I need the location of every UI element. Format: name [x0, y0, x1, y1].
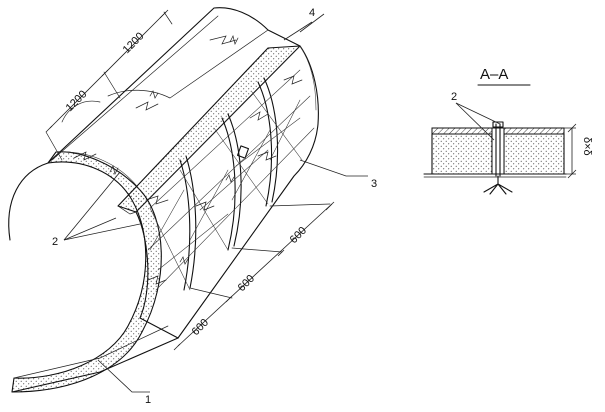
leader-2b — [63, 223, 141, 241]
strap-buckle — [236, 145, 250, 159]
pipe-outer-contour — [47, 7, 319, 339]
leader-1 — [97, 359, 150, 393]
callout-1: 1 — [145, 394, 151, 406]
panel-seam-ridge — [61, 100, 101, 123]
callout-3: 3 — [371, 178, 377, 190]
pipe-bottom-inner-line — [13, 325, 169, 379]
leader-2a — [63, 171, 121, 241]
leader-4 — [299, 13, 325, 33]
section-title: A–A — [480, 66, 508, 83]
strap-3b — [263, 77, 279, 203]
panel-seam-top — [107, 29, 269, 99]
strap-3 — [257, 81, 273, 207]
strap-2b — [227, 113, 242, 247]
section-thickness-label: δ×δ — [581, 137, 593, 156]
tie-wires — [73, 34, 303, 285]
left-end-inner-lining — [55, 151, 141, 191]
section-joint-cap — [492, 121, 504, 128]
section-callout-2: 2 — [451, 91, 457, 103]
section-joint-wire — [495, 123, 501, 177]
leader-3 — [299, 159, 368, 177]
section-joint — [491, 127, 505, 175]
section-anchor — [483, 175, 513, 195]
pipe-bottom-line — [11, 337, 179, 393]
panel-seam-upper — [51, 15, 219, 161]
dimension-top — [45, 9, 173, 161]
strap-1 — [179, 159, 191, 291]
dimension-bottom — [173, 201, 335, 351]
left-end-hollow — [8, 162, 49, 241]
strap-2 — [221, 117, 236, 251]
dimension-600-left: 600 — [190, 317, 211, 338]
edge-strip-face — [117, 205, 137, 215]
section-cladding-right — [503, 127, 565, 135]
strap-1b — [185, 155, 197, 289]
section-a-a: A–A δ×δ 2 — [423, 66, 593, 195]
inner-cutaway-edge — [135, 211, 179, 339]
leader-2c — [63, 217, 117, 241]
dimension-1200-upper: 1200 — [121, 30, 147, 56]
section-leader-2b — [455, 102, 501, 125]
section-thickness-dim — [564, 123, 577, 179]
section-leader-2a — [455, 102, 495, 141]
inner-face-lower — [135, 45, 301, 213]
section-insulation-left — [431, 133, 493, 175]
pipe-isometric: 1200 1200 600 600 600 4 3 2 1 — [8, 7, 377, 406]
section-insulation-right — [503, 133, 565, 175]
callout-2: 2 — [52, 236, 58, 248]
callout-4: 4 — [309, 7, 315, 19]
